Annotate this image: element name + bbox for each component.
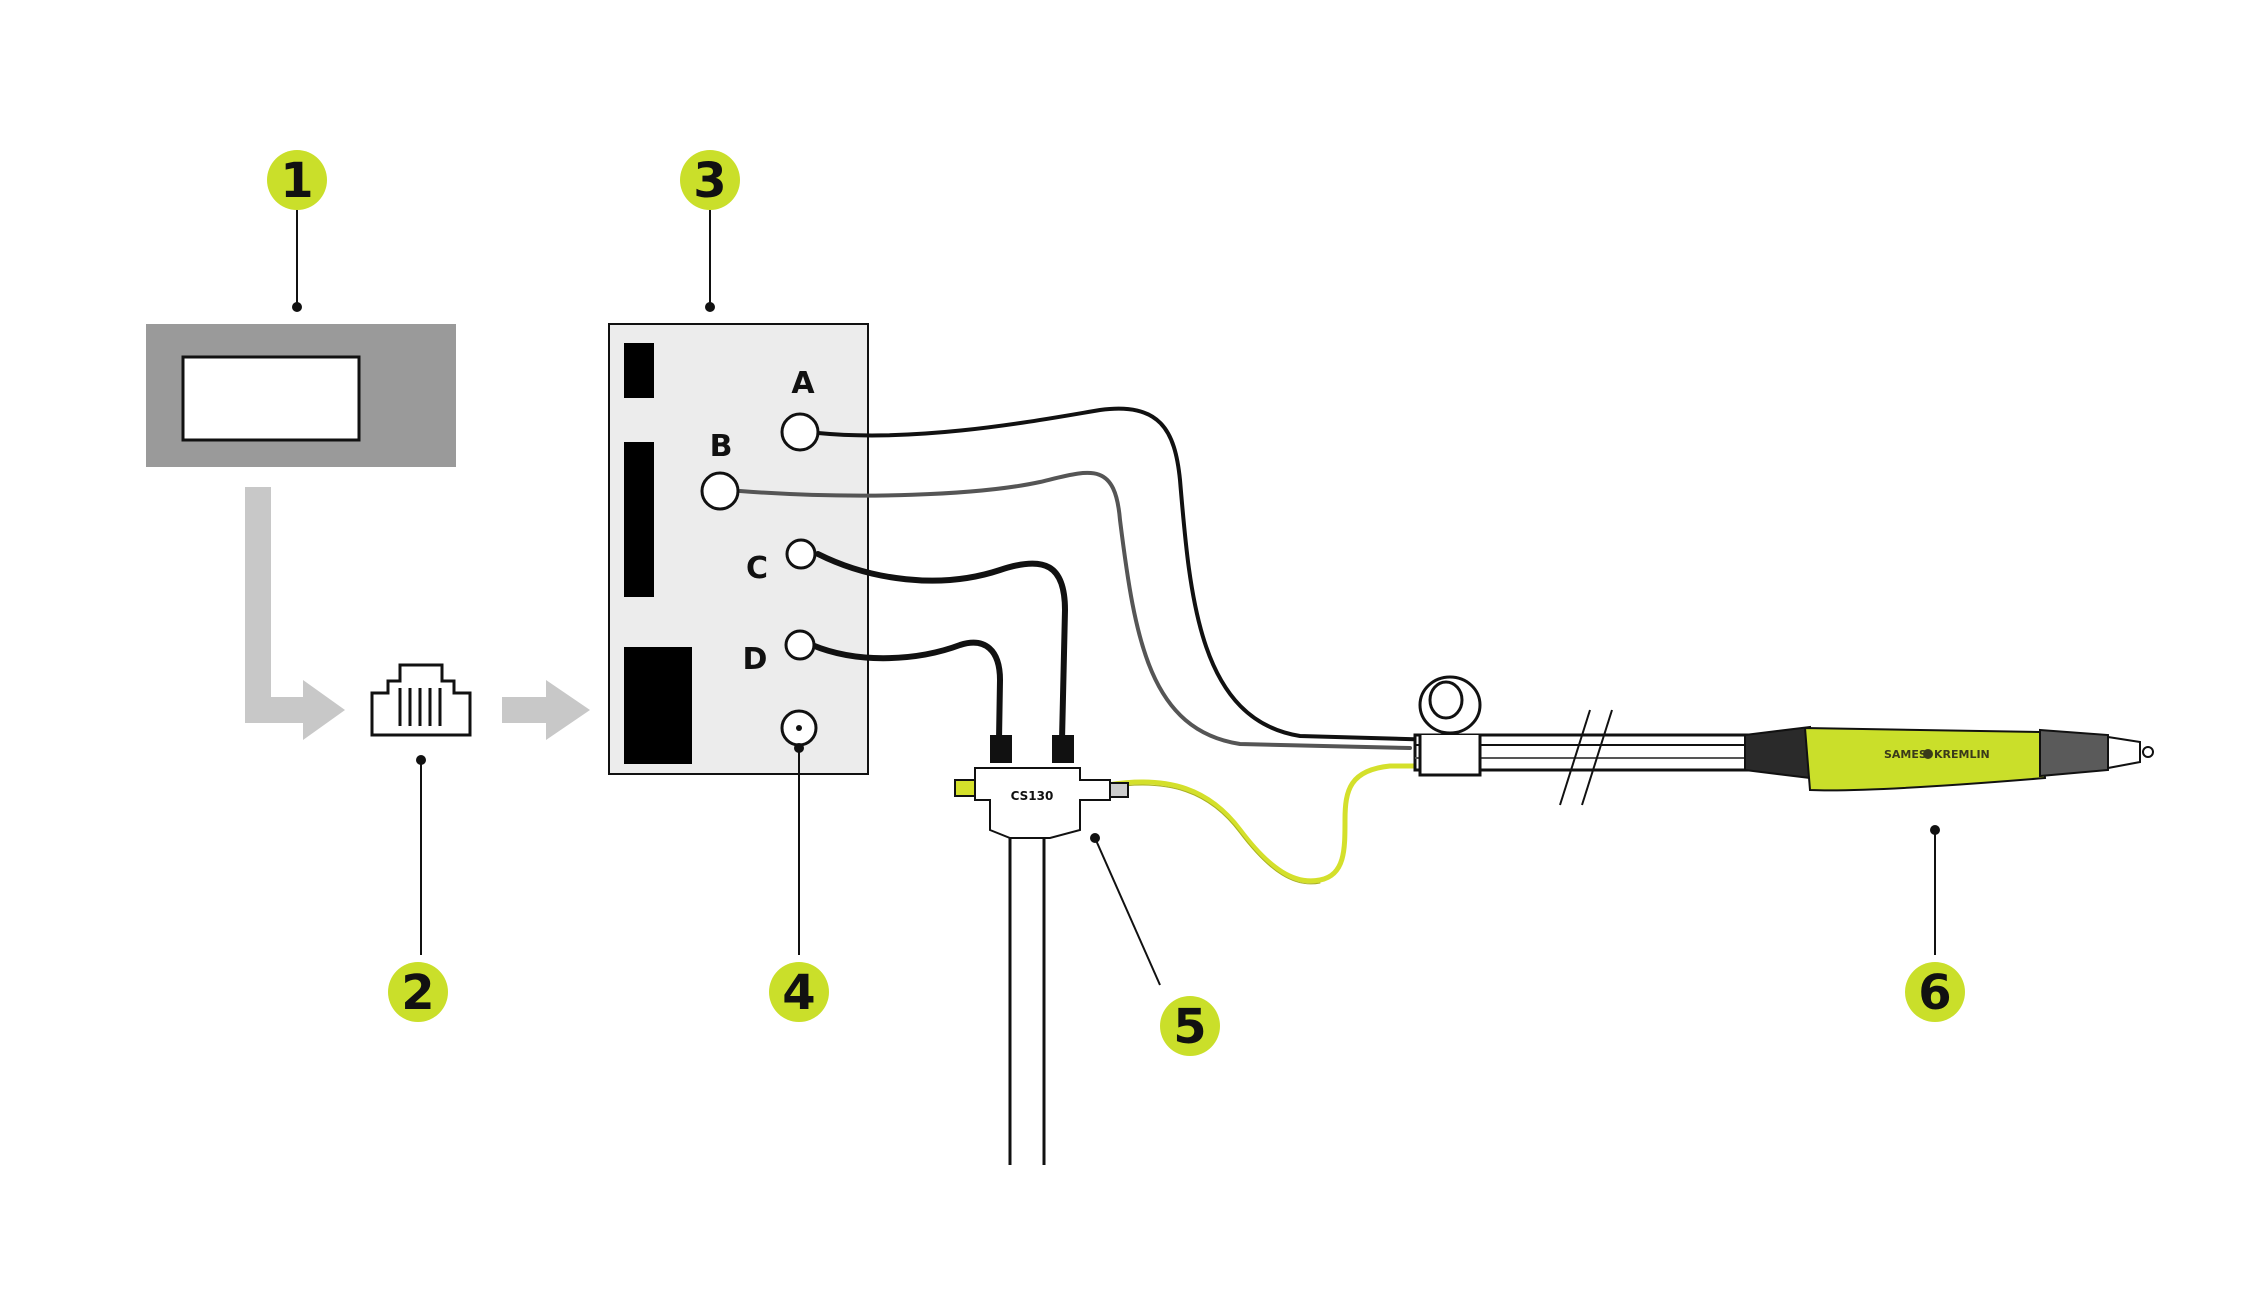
callout-4: 4 [769,962,829,1022]
spray-gun: SAMES KREMLIN [1413,675,2154,806]
callout-3: 3 [680,150,740,210]
hose-c [815,551,1069,743]
port-a [780,412,820,452]
cabinet-ports [700,412,820,747]
port-b [700,471,740,511]
hose-a [816,406,1442,742]
callout-2-label: 2 [401,965,434,1021]
control-cabinet [608,323,869,775]
port-label-c: C [746,551,768,586]
hoses [738,406,1763,885]
port-c [785,538,817,570]
cs130-junction: CS130 [954,735,1129,1165]
callout-5: 5 [1160,996,1220,1056]
rj45-connector-icon [370,663,472,737]
gun-brand-kremlin: KREMLIN [1934,748,1990,761]
port-d [784,629,816,661]
air-hose-yellow [1105,763,1763,884]
callout-1-label: 1 [280,153,313,209]
gun-body [1803,726,2047,792]
leader-lines [292,210,1940,986]
air-hose-yellow-outline [1107,784,1321,885]
port-label-b: B [710,429,733,464]
connector-model-label: CS130 [1011,789,1054,803]
callout-4-label: 4 [782,965,815,1021]
flow-arrow-right-icon [502,680,590,740]
callout-2: 2 [388,962,448,1022]
controller-unit [146,324,456,467]
callout-3-label: 3 [693,153,726,209]
port-label-a: A [791,366,815,401]
callout-5-label: 5 [1173,999,1206,1055]
flow-arrow-down-right [245,487,345,740]
callout-6-label: 6 [1918,965,1951,1021]
callout-1: 1 [267,150,327,210]
callout-6: 6 [1905,962,1965,1022]
gun-hook [1418,675,1482,777]
hose-b [738,470,1412,750]
controller-screen [181,355,361,442]
brand-logo-icon [1923,749,1933,759]
gun-brand-sames: SAMES [1884,748,1927,761]
port-label-d: D [743,642,768,677]
hose-d [809,639,1004,743]
